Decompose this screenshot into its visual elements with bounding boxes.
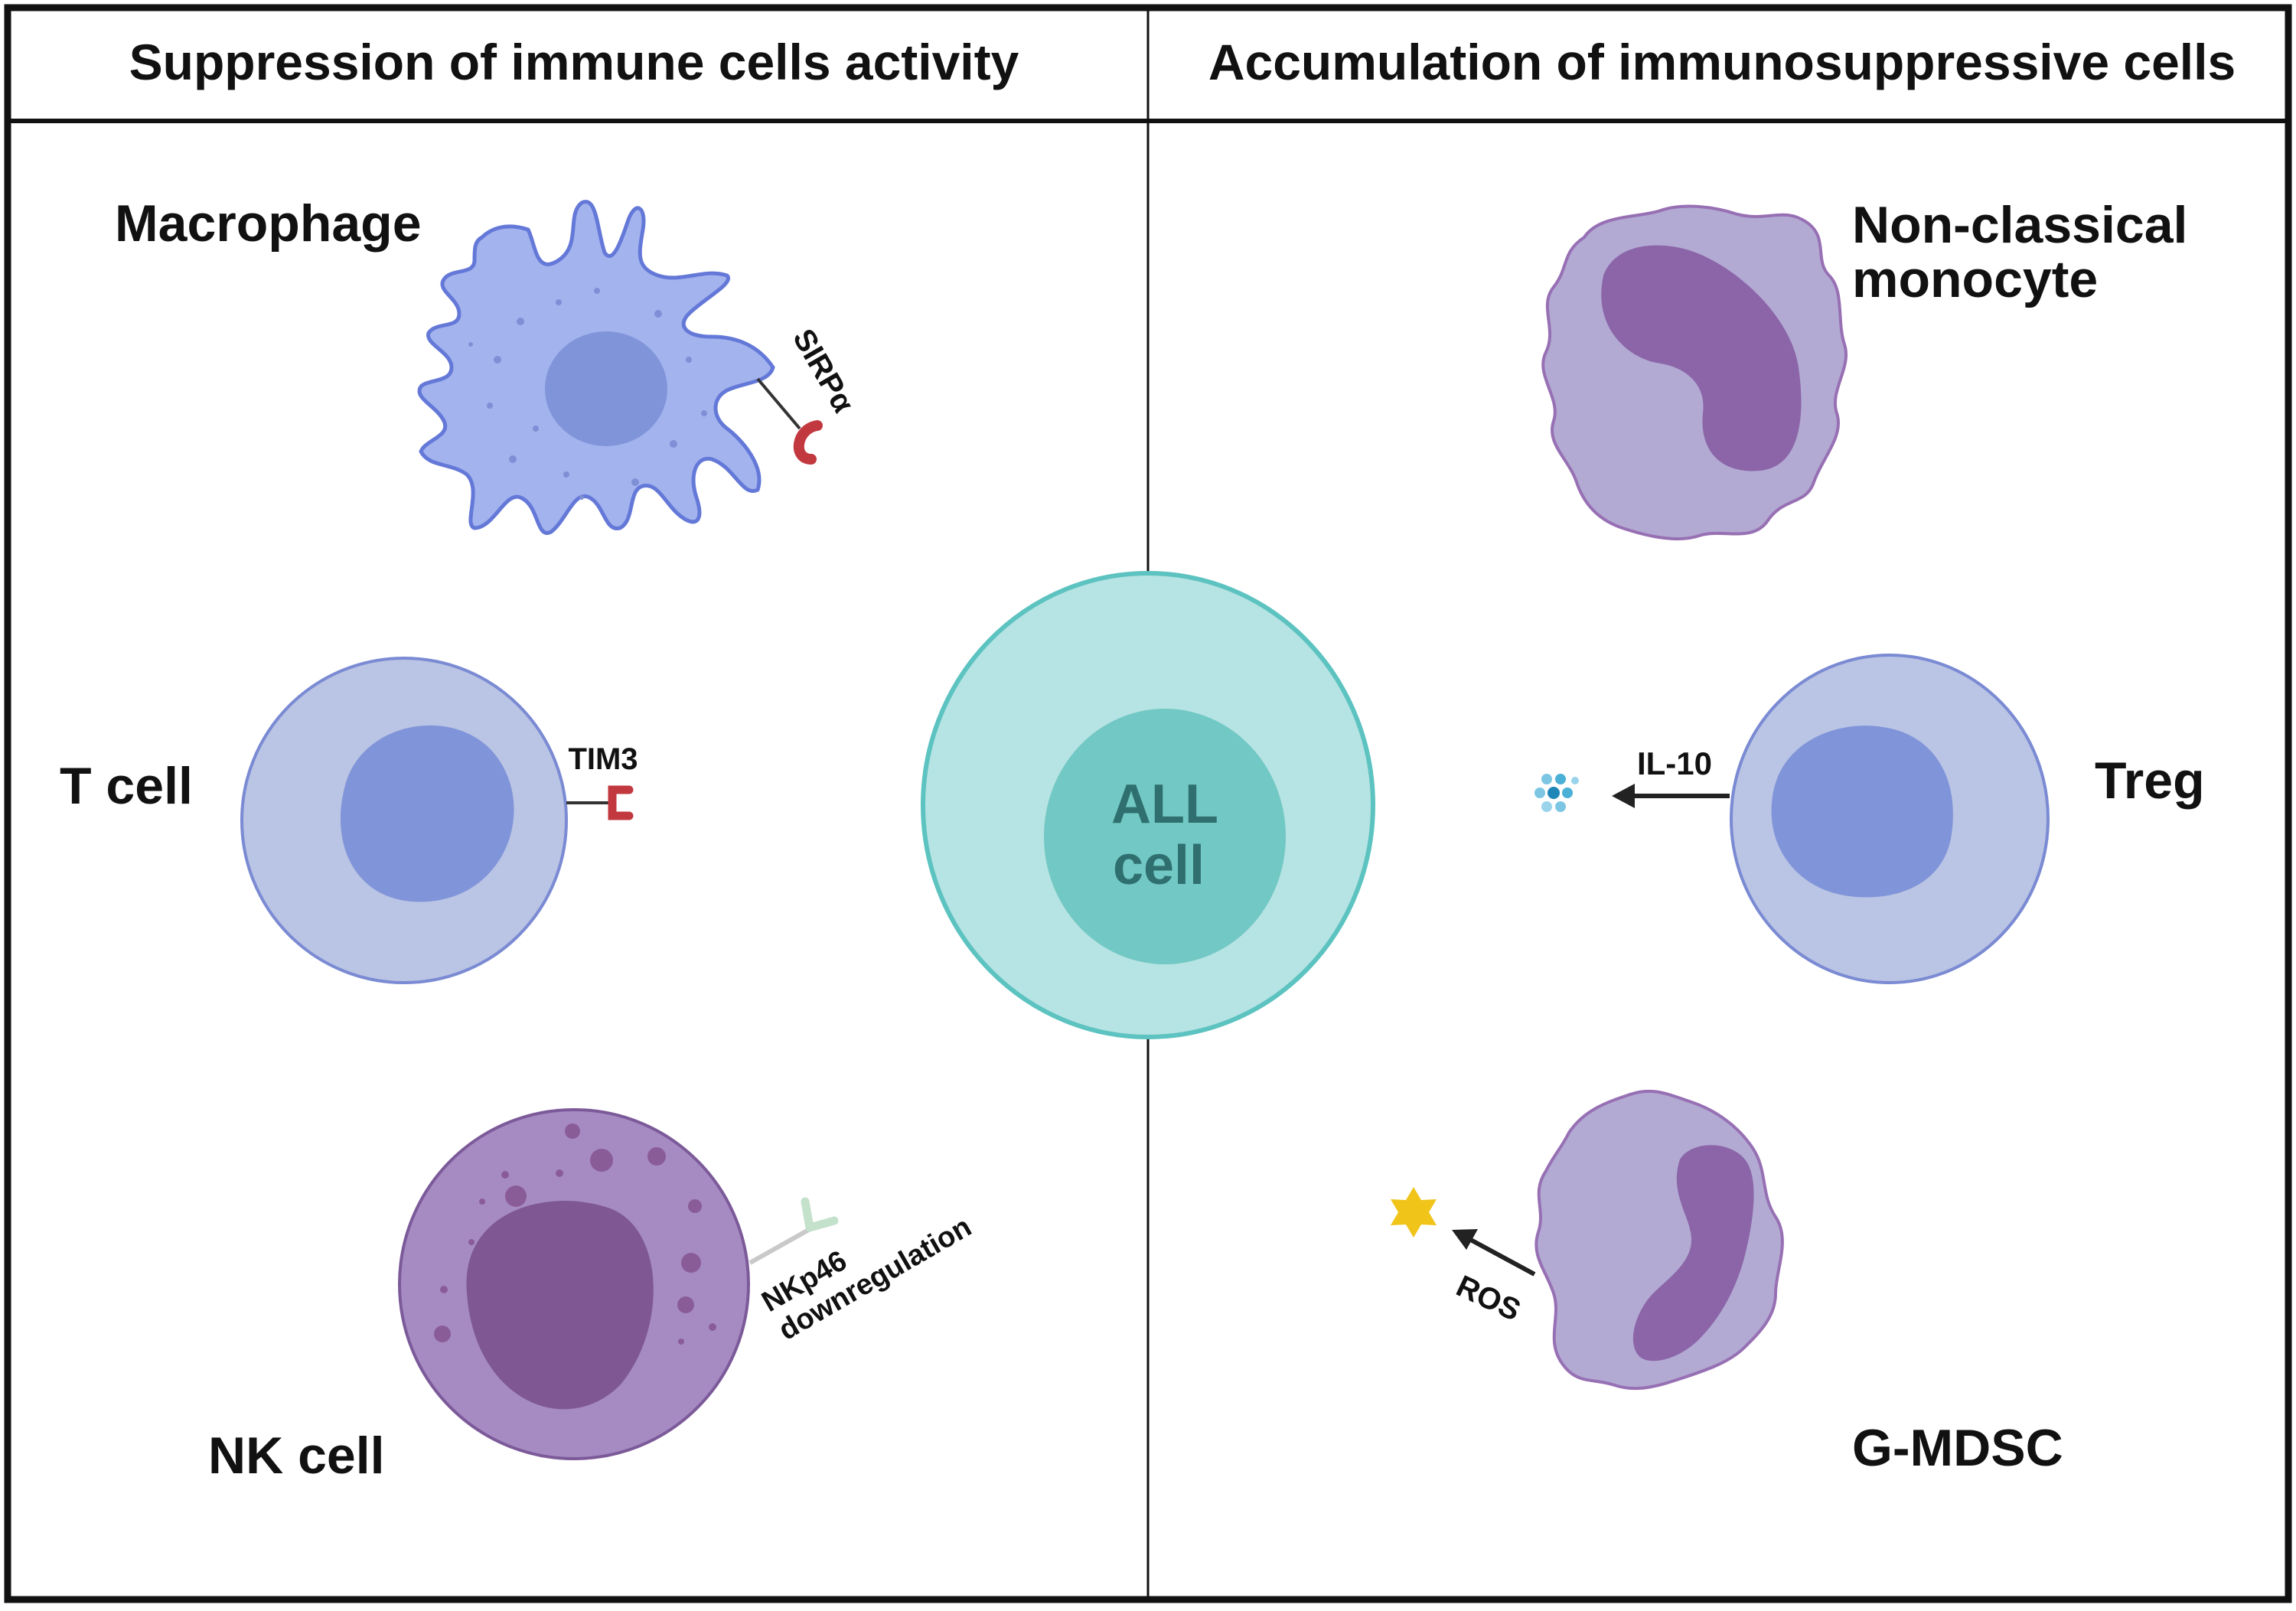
il10-label: IL-10: [1637, 745, 1712, 781]
all-cell-label-line2: cell: [1113, 835, 1205, 896]
il10-arrow-head: [1612, 784, 1635, 808]
t-cell-nucleus: [340, 725, 514, 902]
gmdsc-nucleus: [1632, 1145, 1754, 1362]
tim3-receptor-icon: [608, 785, 634, 820]
macrophage-label: Macrophage: [115, 194, 422, 253]
nkp46-stem: [748, 1226, 813, 1265]
monocyte-nucleus: [1601, 245, 1802, 471]
all-cell: ALL cell: [921, 571, 1375, 1039]
nk-cell-nucleus: [466, 1201, 654, 1410]
t-cell-label: T cell: [60, 757, 193, 815]
sirpa-receptor-icon: [793, 420, 823, 465]
treg: IL-10: [1534, 654, 2050, 984]
all-cell-label-line1: ALL: [1111, 774, 1218, 835]
monocyte-label-line1: Non-classical: [1852, 196, 2187, 254]
il10-cytokine-icon: [1534, 774, 1579, 812]
left-panel-title: Suppression of immune cells activity: [129, 34, 1019, 90]
treg-label: Treg: [2095, 752, 2205, 810]
tim3-label: TIM3: [568, 742, 638, 776]
macrophage: SIRPα: [417, 200, 860, 535]
nk-cell-label: NK cell: [208, 1427, 385, 1485]
sirpa-stem: [756, 377, 801, 430]
right-panel-title: Accumulation of immunosuppressive cells: [1208, 34, 2236, 90]
g-mdsc: ROS: [1391, 1089, 1784, 1391]
ros-arrow-shaft: [1466, 1236, 1536, 1277]
macrophage-nucleus: [545, 331, 667, 446]
all-cell-nucleus: [1044, 709, 1286, 964]
non-classical-monocyte: [1541, 204, 1848, 541]
ros-star-icon: [1391, 1187, 1437, 1238]
t-cell: TIM3: [240, 657, 638, 984]
ros-arrow-head: [1452, 1229, 1478, 1250]
macrophage-granules: [468, 288, 707, 500]
nk-cell-granules: [434, 1123, 716, 1345]
monocyte-label-line2: monocyte: [1852, 250, 2098, 308]
gmdsc-label: G-MDSC: [1852, 1419, 2063, 1477]
nkp46-receptor-icon: [801, 1197, 839, 1232]
treg-nucleus: [1771, 726, 1953, 898]
